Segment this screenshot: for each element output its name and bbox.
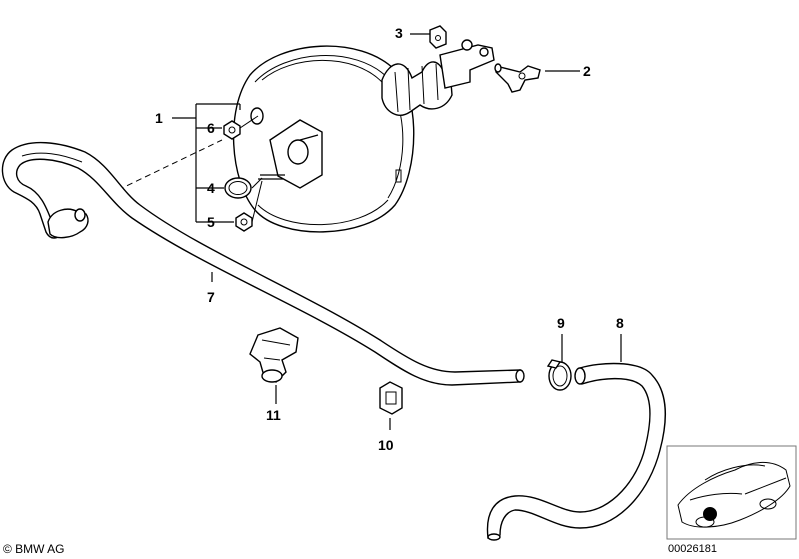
pushrod-bellows[interactable] (381, 39, 495, 116)
callout-8: 8 (616, 315, 624, 331)
hose-part-8[interactable] (486, 362, 666, 541)
holder-part-11[interactable] (249, 327, 299, 383)
callout-9: 9 (557, 315, 565, 331)
callout-11: 11 (266, 407, 281, 423)
car-outline-icon (677, 462, 791, 528)
clevis-pin-part-2[interactable] (494, 63, 541, 93)
nut-part-6[interactable] (223, 120, 241, 140)
document-number: 00026181 (668, 543, 717, 555)
callout-7: 7 (207, 289, 215, 305)
callout-6: 6 (207, 120, 215, 136)
vehicle-location-inset (666, 445, 797, 540)
location-marker-icon (703, 507, 717, 521)
nut-part-5[interactable] (235, 212, 253, 232)
callout-10: 10 (378, 437, 394, 453)
callout-3: 3 (395, 25, 403, 41)
hose-clamp-part-9[interactable] (546, 359, 572, 391)
brake-booster[interactable] (232, 45, 415, 233)
callout-1: 1 (155, 110, 163, 126)
grommet-part-10[interactable] (379, 381, 403, 415)
clip-part-3[interactable] (429, 25, 447, 49)
callout-4: 4 (207, 180, 215, 196)
copyright-text: © BMW AG (3, 542, 65, 556)
vacuum-hose-part-7[interactable] (1, 141, 525, 386)
callout-2: 2 (583, 63, 591, 79)
group-bracket-1 (172, 103, 263, 223)
leader-lines (211, 33, 622, 430)
o-ring-part-4[interactable] (224, 177, 252, 199)
callout-5: 5 (207, 214, 215, 230)
